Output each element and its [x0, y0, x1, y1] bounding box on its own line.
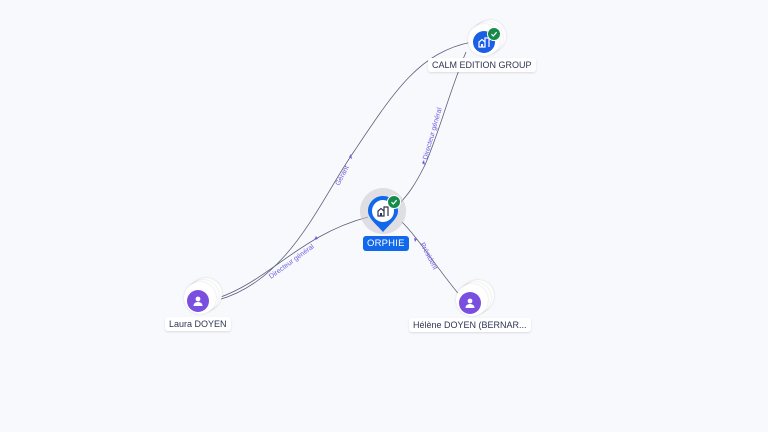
node-label-orphie[interactable]: ORPHIE: [363, 236, 409, 251]
person-icon: [193, 296, 203, 306]
edge-label-gerant: Gérant: [335, 165, 351, 187]
node-laura-doyen[interactable]: [182, 278, 226, 318]
node-calm-edition-group[interactable]: [466, 20, 516, 60]
arrow-icon: [414, 238, 417, 242]
person-icon-circle: [459, 292, 481, 314]
edge-laura-orphie[interactable]: [217, 216, 369, 299]
edge-label-calm-dg: Directeur général: [422, 107, 444, 161]
building-icon: [377, 206, 389, 217]
verified-check-icon: [387, 195, 401, 209]
node-orphie[interactable]: [360, 188, 408, 238]
arrow-icon: [349, 154, 352, 159]
node-label-helene-doyen[interactable]: Hélène DOYEN (BERNAR...: [409, 318, 531, 332]
person-icon: [465, 298, 475, 308]
arrow-icon: [314, 236, 318, 240]
edge-calm-orphie[interactable]: [397, 51, 467, 206]
node-label-laura-doyen[interactable]: Laura DOYEN: [165, 317, 231, 331]
verified-check-icon: [487, 27, 501, 41]
edge-label-president: Président: [418, 242, 438, 271]
building-icon: [478, 37, 490, 48]
edge-helene-orphie[interactable]: [401, 221, 463, 299]
arrow-icon: [422, 160, 425, 165]
person-icon-circle: [187, 290, 209, 312]
node-label-calm-edition-group[interactable]: CALM EDITION GROUP: [428, 58, 536, 72]
edge-label-laura-dg: Directeur général: [268, 243, 316, 280]
node-helene-doyen[interactable]: [454, 280, 498, 320]
